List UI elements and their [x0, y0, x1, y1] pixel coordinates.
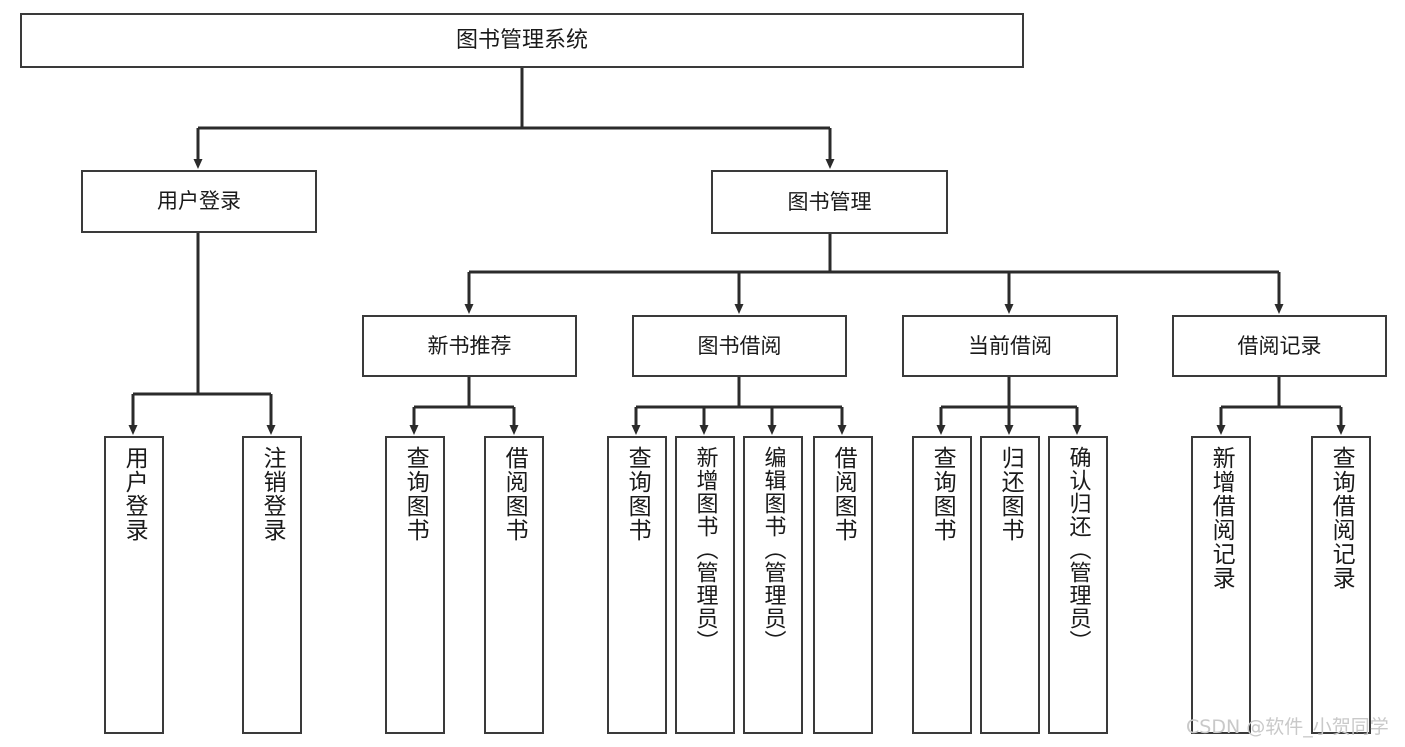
- node-book-borrow[interactable]: 图书借阅: [632, 315, 847, 377]
- node-borrow-record[interactable]: 借阅记录: [1172, 315, 1387, 377]
- leaf-logout-label: 注销登录: [259, 446, 286, 542]
- node-user-login[interactable]: 用户登录: [81, 170, 317, 233]
- leaf-confirm-return-admin-label: 确认归还（管理员）: [1065, 446, 1091, 653]
- leaf-return-book-label: 归还图书: [997, 446, 1024, 542]
- leaf-borrow-book-new-label: 借阅图书: [501, 446, 528, 542]
- node-current-borrow-label: 当前借阅: [968, 333, 1052, 358]
- leaf-logout[interactable]: 注销登录: [242, 436, 302, 734]
- node-book-management-label: 图书管理: [787, 189, 872, 214]
- node-new-book-recommend-label: 新书推荐: [427, 333, 512, 358]
- node-root-label: 图书管理系统: [455, 27, 588, 53]
- leaf-return-book[interactable]: 归还图书: [980, 436, 1040, 734]
- node-new-book-recommend[interactable]: 新书推荐: [362, 315, 577, 377]
- leaf-user-login[interactable]: 用户登录: [104, 436, 164, 734]
- csdn-watermark: CSDN @软件_小贺同学: [1186, 716, 1389, 738]
- leaf-query-book-current-label: 查询图书: [929, 446, 956, 542]
- leaf-add-book-admin-label: 新增图书（管理员）: [692, 446, 718, 653]
- leaf-query-book-borrow[interactable]: 查询图书: [607, 436, 667, 734]
- leaf-add-borrow-record[interactable]: 新增借阅记录: [1191, 436, 1251, 734]
- leaf-user-login-label: 用户登录: [121, 446, 148, 542]
- leaf-query-borrow-record-label: 查询借阅记录: [1328, 446, 1355, 590]
- leaf-edit-book-admin[interactable]: 编辑图书（管理员）: [743, 436, 803, 734]
- leaf-query-book-borrow-label: 查询图书: [624, 446, 651, 542]
- leaf-query-book-new-label: 查询图书: [402, 446, 429, 542]
- leaf-borrow-book-new[interactable]: 借阅图书: [484, 436, 544, 734]
- leaf-add-borrow-record-label: 新增借阅记录: [1208, 446, 1235, 590]
- leaf-add-book-admin[interactable]: 新增图书（管理员）: [675, 436, 735, 734]
- node-borrow-record-label: 借阅记录: [1237, 333, 1322, 358]
- node-root-system[interactable]: 图书管理系统: [20, 13, 1024, 68]
- leaf-query-book-current[interactable]: 查询图书: [912, 436, 972, 734]
- leaf-query-borrow-record[interactable]: 查询借阅记录: [1311, 436, 1371, 734]
- leaf-edit-book-admin-label: 编辑图书（管理员）: [760, 446, 786, 653]
- node-user-login-label: 用户登录: [157, 189, 241, 214]
- node-current-borrow[interactable]: 当前借阅: [902, 315, 1118, 377]
- leaf-borrow-book-label: 借阅图书: [830, 446, 857, 542]
- node-book-management[interactable]: 图书管理: [711, 170, 948, 234]
- node-book-borrow-label: 图书借阅: [697, 333, 782, 358]
- leaf-query-book-new[interactable]: 查询图书: [385, 436, 445, 734]
- leaf-confirm-return-admin[interactable]: 确认归还（管理员）: [1048, 436, 1108, 734]
- leaf-borrow-book[interactable]: 借阅图书: [813, 436, 873, 734]
